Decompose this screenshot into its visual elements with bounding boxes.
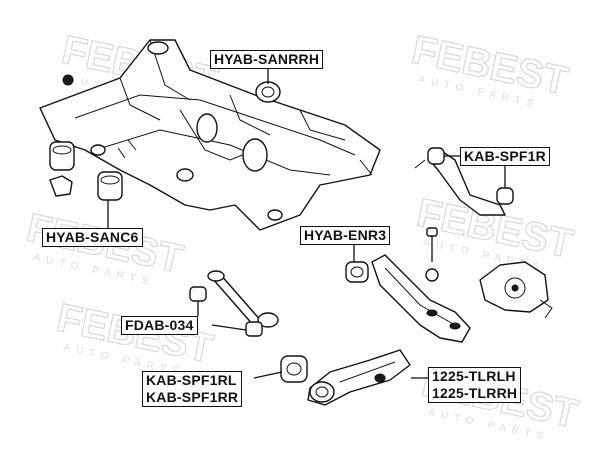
stabilizer-link <box>425 227 439 282</box>
label-text: FDAB-034 <box>125 317 194 333</box>
label-text: KAB-SPF1RL <box>146 372 237 388</box>
bushing-sanrrh <box>255 81 281 103</box>
upper-arm <box>414 147 514 216</box>
knuckle <box>479 261 553 319</box>
mount-small <box>49 175 73 197</box>
label-text: HYAB-SANC6 <box>46 229 139 245</box>
bushing-sanc6 <box>97 171 123 201</box>
bushing-spf1rl <box>280 355 308 383</box>
label-hyab-sanrrh: HYAB-SANRRH <box>210 50 324 69</box>
label-1225-tlrlh-rh: 1225-TLRLH 1225-TLRRH <box>428 367 522 403</box>
leader-lines <box>107 68 506 379</box>
label-hyab-sanc6: HYAB-SANC6 <box>42 228 143 247</box>
label-text: KAB-SPF1RR <box>146 389 239 405</box>
label-kab-spf1rl-rr: KAB-SPF1RL KAB-SPF1RR <box>142 371 243 407</box>
label-fdab-034: FDAB-034 <box>121 316 198 335</box>
lower-control-arm <box>371 254 471 343</box>
trailing-arm <box>307 349 411 406</box>
label-hyab-enr3: HYAB-ENR3 <box>300 226 391 245</box>
label-text: KAB-SPF1R <box>464 148 546 164</box>
bushing-enr3 <box>345 261 369 283</box>
toe-link <box>189 270 279 337</box>
label-text: 1225-TLRRH <box>432 385 518 401</box>
label-text: 1225-TLRLH <box>432 368 516 384</box>
label-text: HYAB-ENR3 <box>304 227 387 243</box>
rear-subframe <box>39 39 381 231</box>
label-text: HYAB-SANRRH <box>214 51 320 67</box>
bushing-sanc6-top <box>49 141 75 171</box>
label-kab-spf1r: KAB-SPF1R <box>460 147 550 166</box>
